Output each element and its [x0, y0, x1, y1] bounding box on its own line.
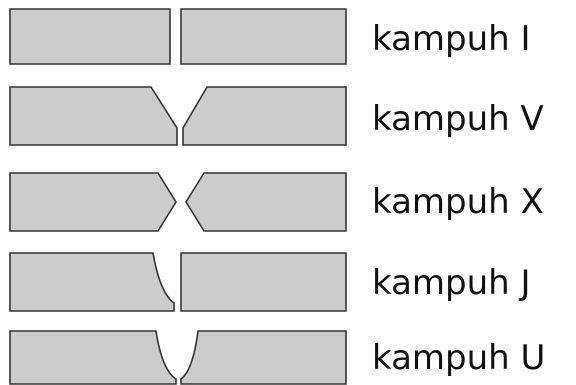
joint-i-left-plate	[9, 8, 171, 65]
joint-label-u: kampuh U	[372, 338, 545, 378]
joint-v-right-plate	[182, 86, 347, 146]
joint-label-i: kampuh I	[372, 19, 531, 59]
joint-row-x: kampuh X	[9, 172, 544, 232]
joint-label-v: kampuh V	[372, 99, 544, 139]
joint-j-right-plate	[180, 252, 347, 312]
joint-row-j: kampuh J	[9, 252, 531, 312]
joint-label-j: kampuh J	[372, 263, 531, 303]
joint-row-i: kampuh I	[9, 8, 531, 65]
joint-j-left-plate	[9, 252, 175, 312]
joint-row-v: kampuh V	[9, 86, 544, 146]
joint-x-left-plate	[9, 172, 177, 232]
joint-u-right-plate	[180, 330, 347, 385]
joint-row-u: kampuh U	[9, 330, 545, 385]
joint-x-right-plate	[185, 172, 347, 232]
joint-v-left-plate	[9, 86, 178, 146]
joint-i-right-plate	[180, 8, 347, 65]
joint-label-x: kampuh X	[372, 182, 544, 222]
joint-u-left-plate	[9, 330, 177, 385]
